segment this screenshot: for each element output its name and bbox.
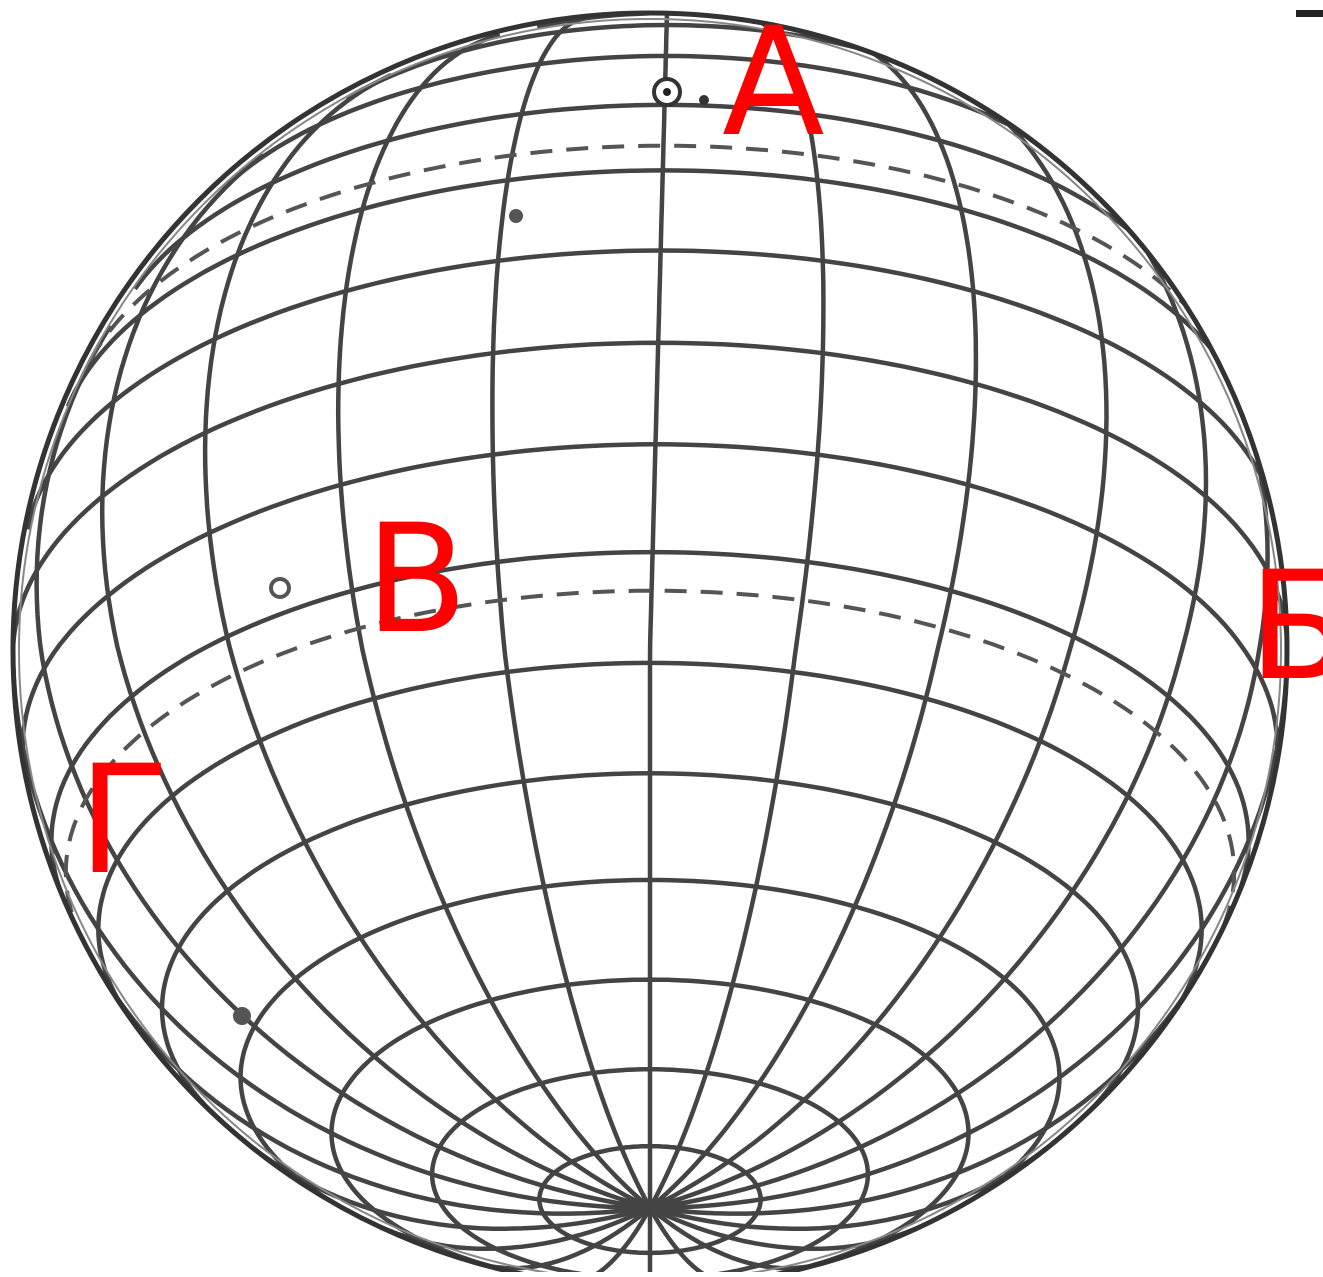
parallel-dot-bottom	[233, 1007, 251, 1025]
pole-side-dot	[699, 95, 709, 105]
label-g: Г	[78, 746, 169, 896]
parallel-dot-middle	[271, 579, 289, 597]
meridian-line	[650, 950, 1212, 1214]
north-pole-marker	[654, 79, 709, 105]
pole-dot	[663, 88, 671, 96]
meridian-line	[650, 326, 1268, 1208]
meridian-line	[650, 13, 667, 1208]
label-v: В	[365, 505, 468, 655]
meridian-line	[88, 950, 650, 1214]
meridian-line	[492, 18, 650, 1208]
label-a: А	[722, 8, 825, 158]
label-b: Б	[1248, 552, 1323, 702]
meridian-line	[102, 155, 650, 1209]
meridian-line	[650, 18, 823, 1208]
parallel-dot-top	[509, 209, 523, 223]
meridian-line	[650, 35, 976, 1208]
corner-mark	[1296, 10, 1323, 17]
